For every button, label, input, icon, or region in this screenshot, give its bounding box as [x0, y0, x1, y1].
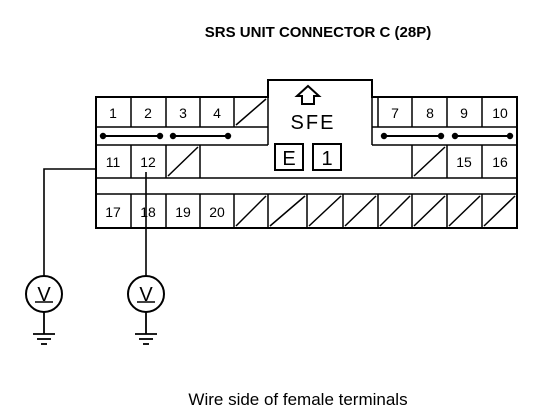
pin-11: 11 — [106, 154, 121, 170]
ground-icon-right — [135, 312, 157, 345]
empty-cavity-slashes — [167, 98, 516, 227]
code-number: 1 — [321, 148, 332, 170]
pin-numbers: 1 2 3 4 7 8 9 10 11 12 15 16 17 18 19 20 — [105, 105, 508, 220]
pin-17: 17 — [105, 204, 121, 220]
voltmeter-left: V — [25, 275, 63, 313]
voltmeter-right-symbol: V — [139, 284, 153, 306]
probe-wires — [43, 168, 147, 276]
pin-8: 8 — [426, 105, 434, 121]
shorting-bars — [99, 132, 514, 140]
code-letter: E — [282, 148, 295, 170]
pin-4: 4 — [213, 105, 221, 121]
arrow-up-icon — [294, 84, 322, 105]
pin-10: 10 — [492, 105, 508, 121]
connector-grid — [96, 97, 517, 228]
voltmeter-left-symbol: V — [37, 284, 51, 306]
pin-16: 16 — [492, 154, 508, 170]
code-box-letter — [274, 143, 304, 171]
pin-7: 7 — [391, 105, 399, 121]
code-box-number — [312, 143, 342, 171]
pin-20: 20 — [209, 204, 225, 220]
pin-9: 9 — [460, 105, 468, 121]
pin-18: 18 — [140, 204, 156, 220]
pin-3: 3 — [179, 105, 187, 121]
pin-1: 1 — [109, 105, 117, 121]
diagram-title: SRS UNIT CONNECTOR C (28P) — [205, 24, 431, 41]
diagram-caption: Wire side of female terminals — [188, 390, 407, 409]
pin-2: 2 — [144, 105, 152, 121]
ground-icon-left — [33, 312, 55, 345]
pin-12: 12 — [140, 154, 156, 170]
connector-label: SFE — [291, 112, 336, 134]
voltmeter-right: V — [127, 275, 165, 313]
pin-15: 15 — [456, 154, 472, 170]
pin-19: 19 — [175, 204, 191, 220]
